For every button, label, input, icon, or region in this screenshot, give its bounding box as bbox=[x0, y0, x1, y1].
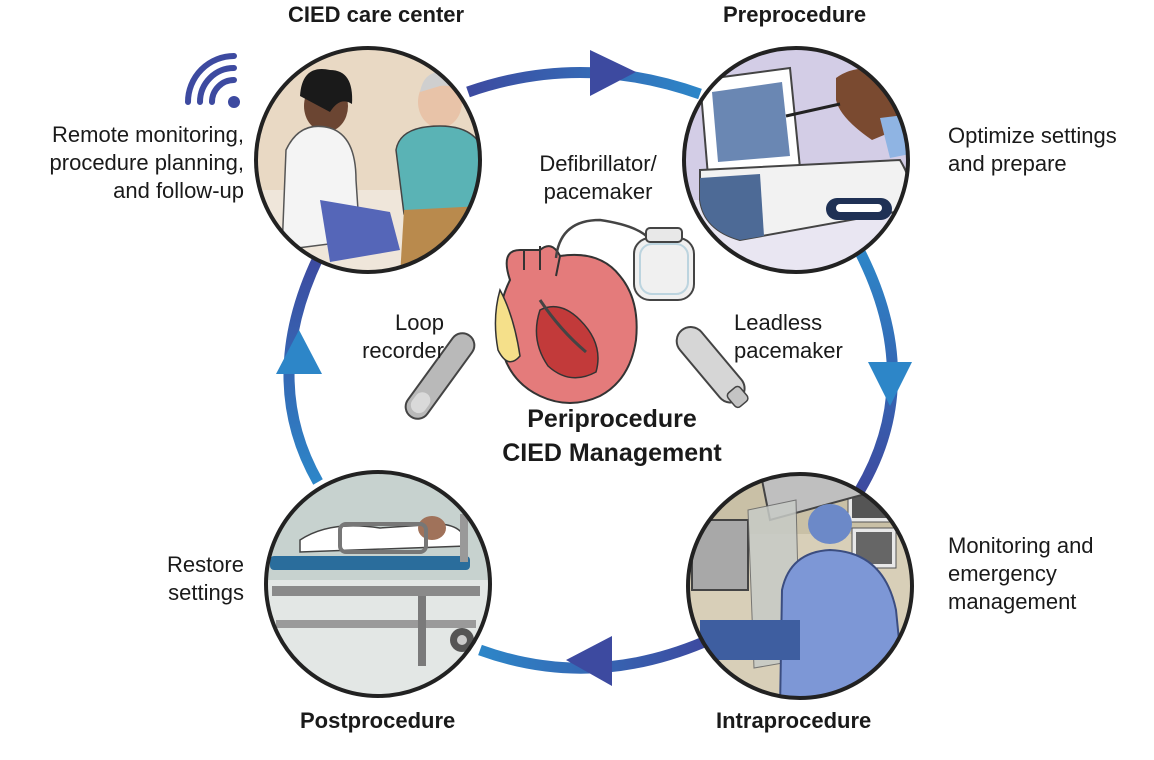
stage-title-postprocedure: Postprocedure bbox=[300, 708, 456, 733]
scene-preprocedure bbox=[682, 46, 910, 274]
defibrillator-device bbox=[633, 227, 695, 301]
arrow-right-icon bbox=[590, 50, 636, 96]
label-loop-recorder: Loop recorder bbox=[362, 310, 444, 363]
heart-illustration bbox=[494, 218, 652, 404]
cycle-arc-left bbox=[283, 255, 323, 485]
arrow-down-icon bbox=[868, 362, 912, 406]
arrow-left-icon bbox=[566, 636, 612, 686]
stage-title-preprocedure: Preprocedure bbox=[723, 2, 867, 27]
stage-title-intraprocedure: Intraprocedure bbox=[716, 708, 872, 733]
label-defibrillator-pacemaker: Defibrillator/ pacemaker bbox=[539, 151, 657, 204]
leadless-pacemaker-device bbox=[675, 326, 749, 409]
loop-recorder-device bbox=[404, 332, 476, 420]
description-cied-care-center: Remote monitoring, procedure planning, a… bbox=[49, 122, 244, 203]
scene-postprocedure bbox=[264, 470, 492, 698]
wifi-signal-icon bbox=[185, 53, 240, 108]
description-preprocedure: Optimize settings and prepare bbox=[948, 123, 1117, 176]
label-leadless-pacemaker: Leadless pacemaker bbox=[734, 310, 843, 363]
cycle-ring bbox=[276, 50, 912, 686]
scene-intraprocedure bbox=[686, 472, 914, 700]
stage-title-cied-care-center: CIED care center bbox=[288, 2, 465, 27]
cycle-arc-top bbox=[466, 67, 702, 100]
description-postprocedure: Restore settings bbox=[166, 552, 244, 605]
description-intraprocedure: Monitoring and emergency management bbox=[948, 533, 1094, 614]
scene-cied-care-center bbox=[254, 46, 482, 274]
arrow-up-icon bbox=[276, 330, 322, 374]
center-title: Periprocedure CIED Management bbox=[502, 405, 722, 467]
